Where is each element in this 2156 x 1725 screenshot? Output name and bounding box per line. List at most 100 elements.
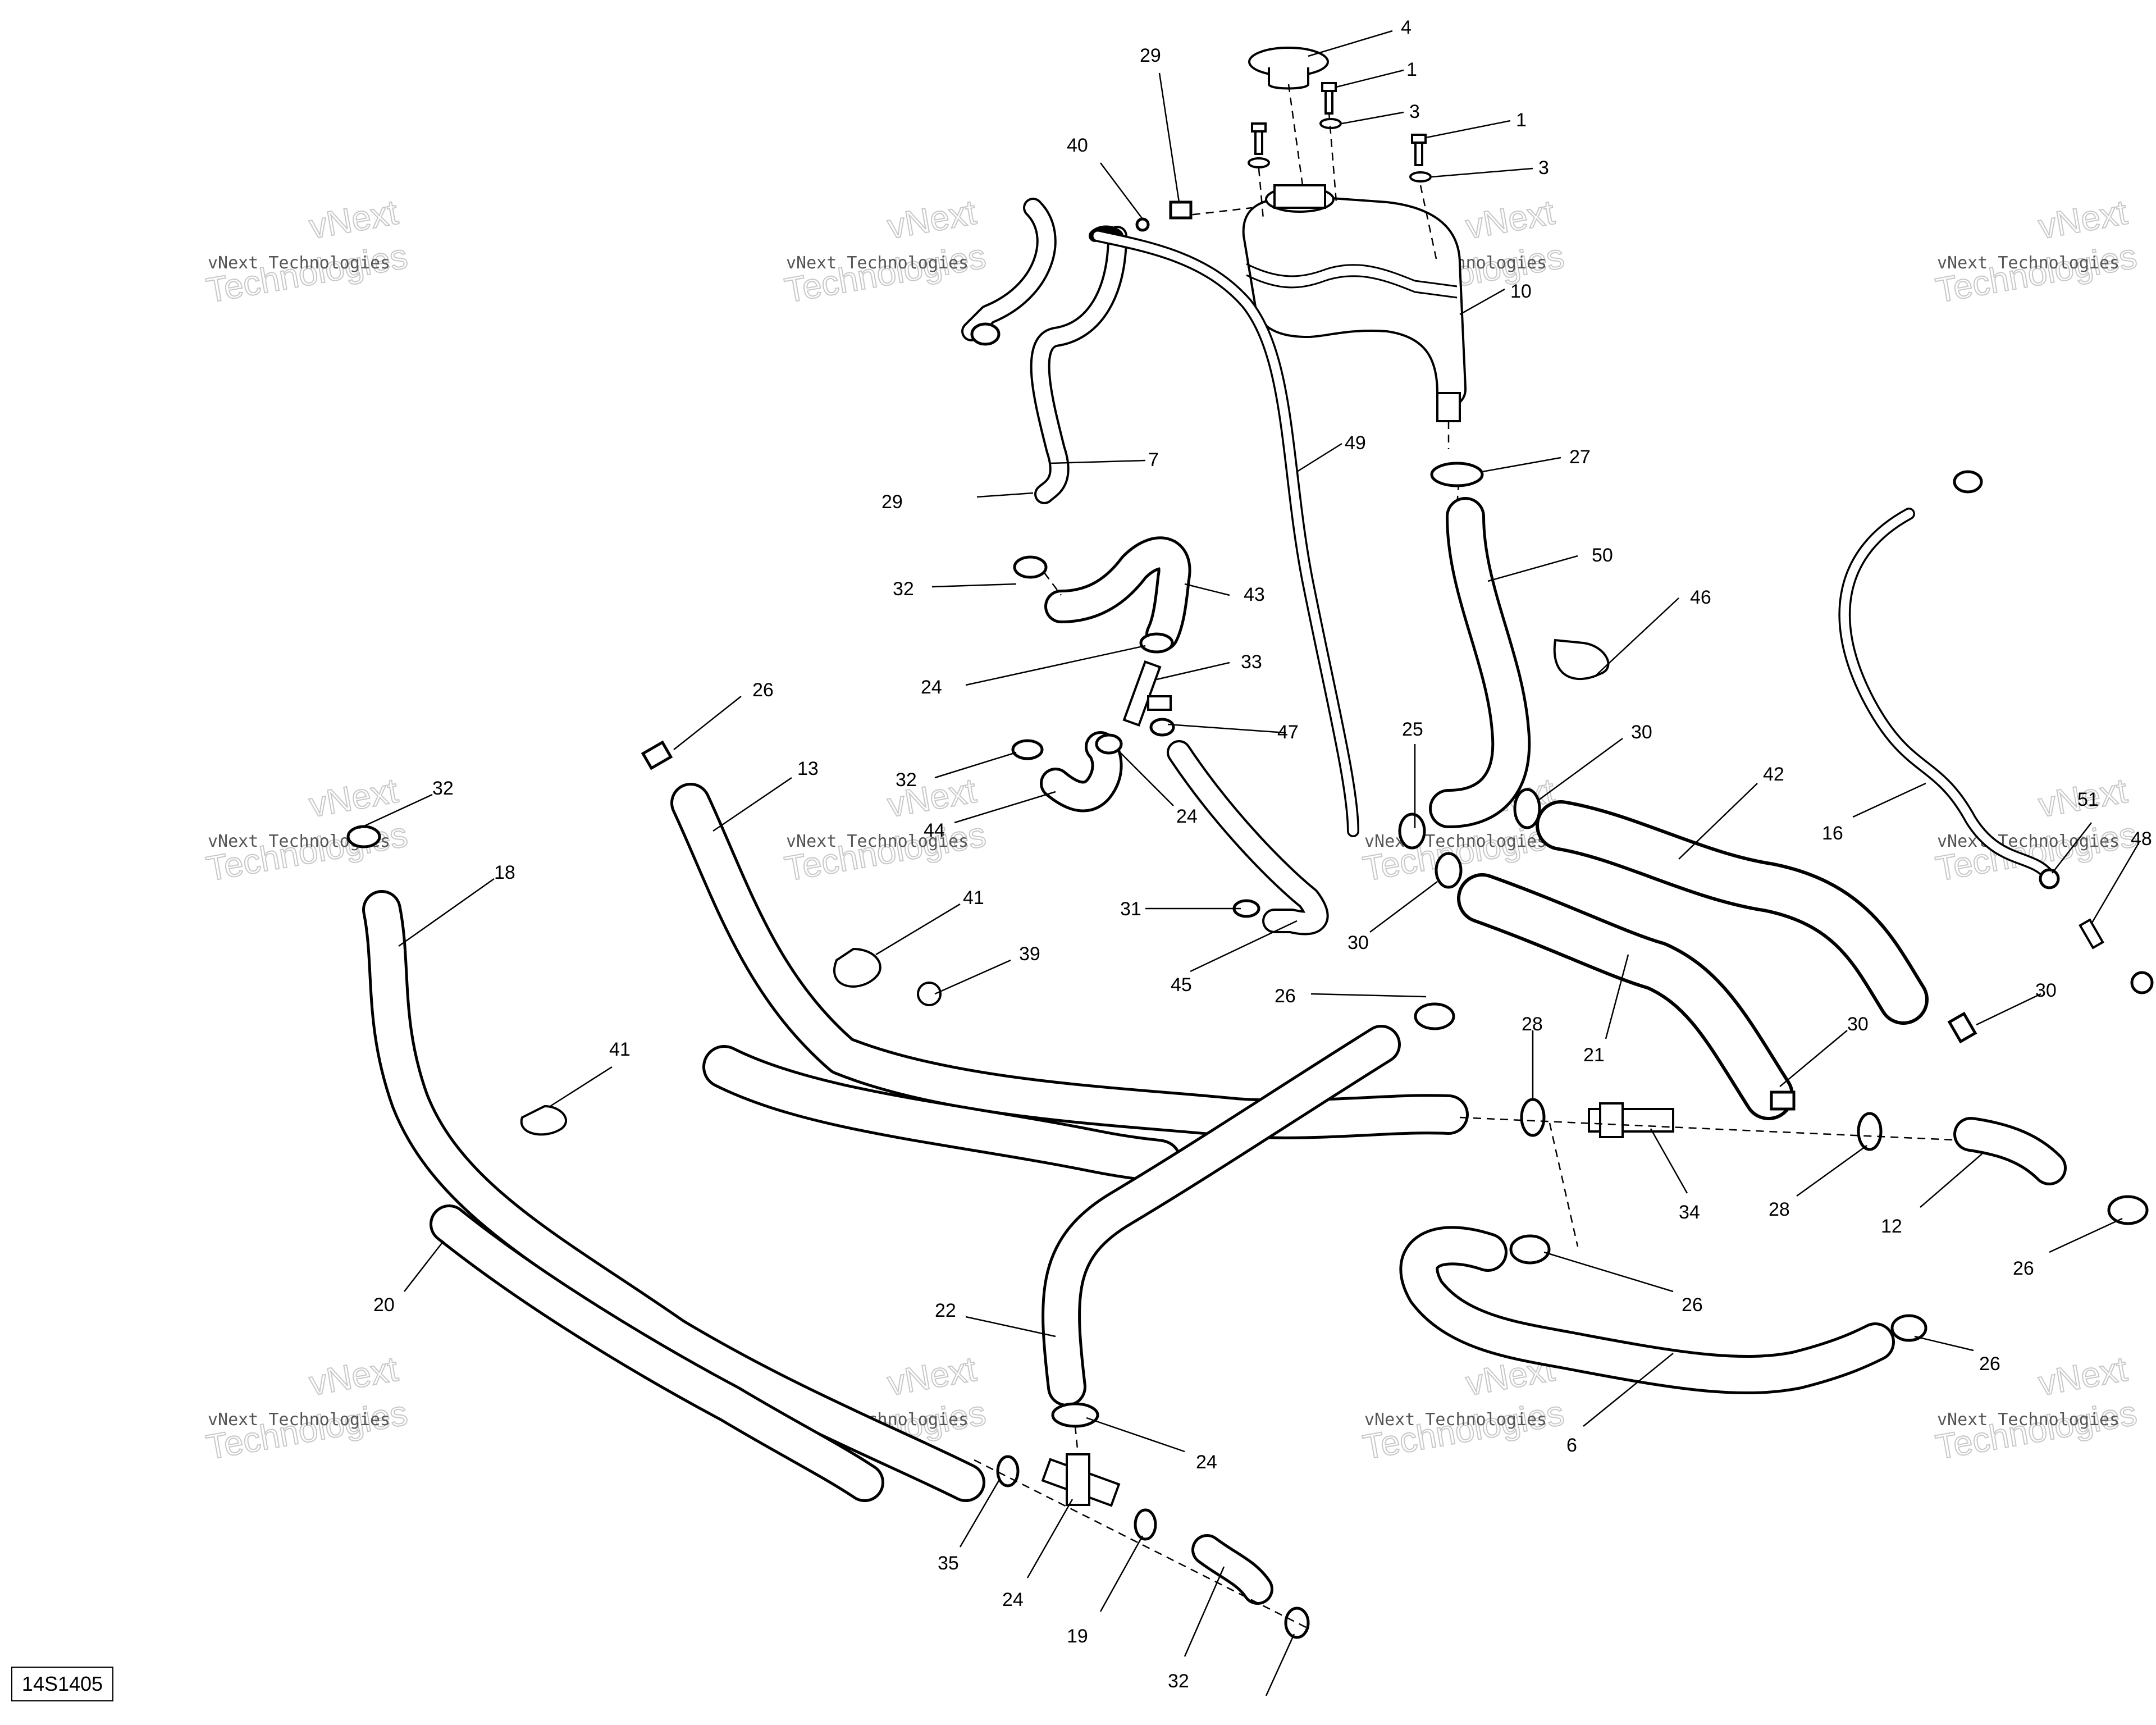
- callout-30: 30: [1847, 1014, 1869, 1035]
- hose-45: [1167, 740, 1329, 935]
- callout-27: 27: [1569, 446, 1591, 468]
- washer-3b: [1409, 171, 1432, 182]
- svg-text:vNext: vNext: [1463, 193, 1557, 247]
- clamp-26-22: [1414, 1002, 1455, 1030]
- callout-4: 4: [1401, 17, 1412, 38]
- callout-45: 45: [1171, 974, 1192, 996]
- svg-text:Technologies: Technologies: [204, 1394, 410, 1467]
- screw-left: [1251, 122, 1267, 155]
- clamp-32-43: [1013, 555, 1048, 579]
- callout-32: 32: [896, 769, 917, 791]
- callout-3: 3: [1409, 101, 1420, 122]
- hose-21: [1457, 873, 1794, 1120]
- diagram-reference-code: 14S1405: [11, 1667, 113, 1701]
- callout-30: 30: [1631, 722, 1652, 743]
- svg-text:vNext Technologies: vNext Technologies: [1364, 1410, 1547, 1430]
- callout-26: 26: [752, 679, 774, 701]
- clamp-28-a: [1520, 1098, 1546, 1137]
- svg-text:Technologies: Technologies: [204, 815, 410, 889]
- svg-text:vNext: vNext: [2036, 193, 2130, 247]
- callout-26: 26: [1979, 1353, 2000, 1375]
- svg-text:Technologies: Technologies: [782, 815, 989, 889]
- callout-24: 19: [1067, 1626, 1088, 1647]
- hose-43: [1044, 536, 1191, 651]
- callout-20: 20: [373, 1294, 395, 1316]
- svg-text:Technologies: Technologies: [782, 237, 989, 311]
- hose-50: [1429, 497, 1531, 828]
- clamp-28-b: [1857, 1112, 1883, 1151]
- coolant-reservoir: [1242, 184, 1467, 422]
- vent-line-49: [1091, 230, 1359, 837]
- callout-16: 16: [1822, 823, 1843, 844]
- callout-48: 48: [2131, 828, 2152, 850]
- callout-26: 26: [1682, 1294, 1703, 1316]
- tee-fitting-33: [1122, 660, 1172, 727]
- callout-24: 24: [921, 677, 942, 698]
- callout-44: 44: [924, 820, 945, 841]
- clamp-30-a: [1435, 852, 1463, 889]
- callout-7: 7: [1148, 449, 1159, 471]
- callout-43: 43: [1244, 584, 1265, 605]
- hose-7: [961, 198, 1127, 504]
- hose-lower-long: [702, 1045, 1182, 1184]
- hose-20: [430, 1204, 884, 1502]
- clip-41-a: [833, 947, 881, 988]
- callout-19: 32: [1168, 1671, 1189, 1692]
- svg-text:vNext: vNext: [2036, 1350, 2130, 1403]
- callout-21: 21: [1583, 1044, 1605, 1066]
- dash-bottom-v: [1074, 1426, 1079, 1455]
- svg-text:Technologies: Technologies: [1933, 1394, 2140, 1467]
- svg-text:vNext: vNext: [885, 193, 979, 247]
- callout-41: 41: [963, 887, 984, 909]
- screw-1b: [1411, 134, 1427, 166]
- clamp-29-right: [1953, 470, 1983, 494]
- callout-49: 49: [1345, 432, 1366, 454]
- callout-6: 6: [1566, 1435, 1577, 1456]
- svg-text:vNext: vNext: [307, 772, 401, 825]
- fitting-51: [2039, 868, 2060, 889]
- grommet-39: [917, 982, 942, 1006]
- clip-46: [1553, 638, 1610, 681]
- fitting-40: [1135, 217, 1150, 232]
- radiator-cap: [1248, 47, 1329, 90]
- callout-10: 10: [1510, 281, 1532, 302]
- hose-12: [1953, 1117, 2067, 1185]
- hose-18: [362, 890, 985, 1502]
- callout-34: 34: [1679, 1202, 1700, 1223]
- hose-16: [1838, 508, 2055, 882]
- clamp-30-d: [1947, 1011, 1977, 1044]
- callout-28: 28: [1522, 1014, 1543, 1035]
- clamp-26-6b: [1890, 1314, 1927, 1342]
- callout-42: 42: [1763, 764, 1784, 785]
- clamp-32-18: [346, 825, 381, 848]
- leader-lines: [359, 30, 2140, 1696]
- clip-41-b: [520, 1105, 567, 1136]
- clamp-25: [1398, 813, 1426, 850]
- callout-26: 26: [1275, 985, 1296, 1007]
- callout-26: 24: [1196, 1452, 1217, 1473]
- hose-42: [1536, 800, 1929, 1025]
- callout-32: 32: [893, 578, 914, 600]
- svg-text:vNext: vNext: [307, 1350, 401, 1403]
- callout-29: 29: [881, 491, 903, 513]
- clamp-27: [1430, 462, 1484, 487]
- callout-40: 40: [1067, 135, 1088, 156]
- clamp-26-12: [2107, 1195, 2149, 1225]
- svg-text:vNext: vNext: [885, 1350, 979, 1403]
- callout-31: 31: [1120, 898, 1141, 920]
- callout-24: 24: [1176, 806, 1198, 827]
- callout-3: 3: [1538, 157, 1549, 179]
- svg-text:vNext Technologies: vNext Technologies: [208, 1410, 390, 1430]
- hose-22: [1042, 1025, 1401, 1407]
- callout-26: 26: [2013, 1258, 2034, 1279]
- callouts: 4 1 3 1 3 29 40 10 7 29 49 27 50 32 43 4…: [373, 17, 2152, 1692]
- svg-text:vNext Technologies: vNext Technologies: [208, 253, 390, 273]
- dash-tee34: [1459, 1116, 1954, 1141]
- clamp-32-bottom: [1284, 1607, 1310, 1639]
- clamp-24-b2: [1134, 1508, 1157, 1541]
- svg-text:Technologies: Technologies: [204, 237, 410, 311]
- callout-24: 35: [938, 1553, 959, 1574]
- clamp-30-c: [1770, 1090, 1796, 1111]
- callout-29: 29: [1140, 45, 1161, 66]
